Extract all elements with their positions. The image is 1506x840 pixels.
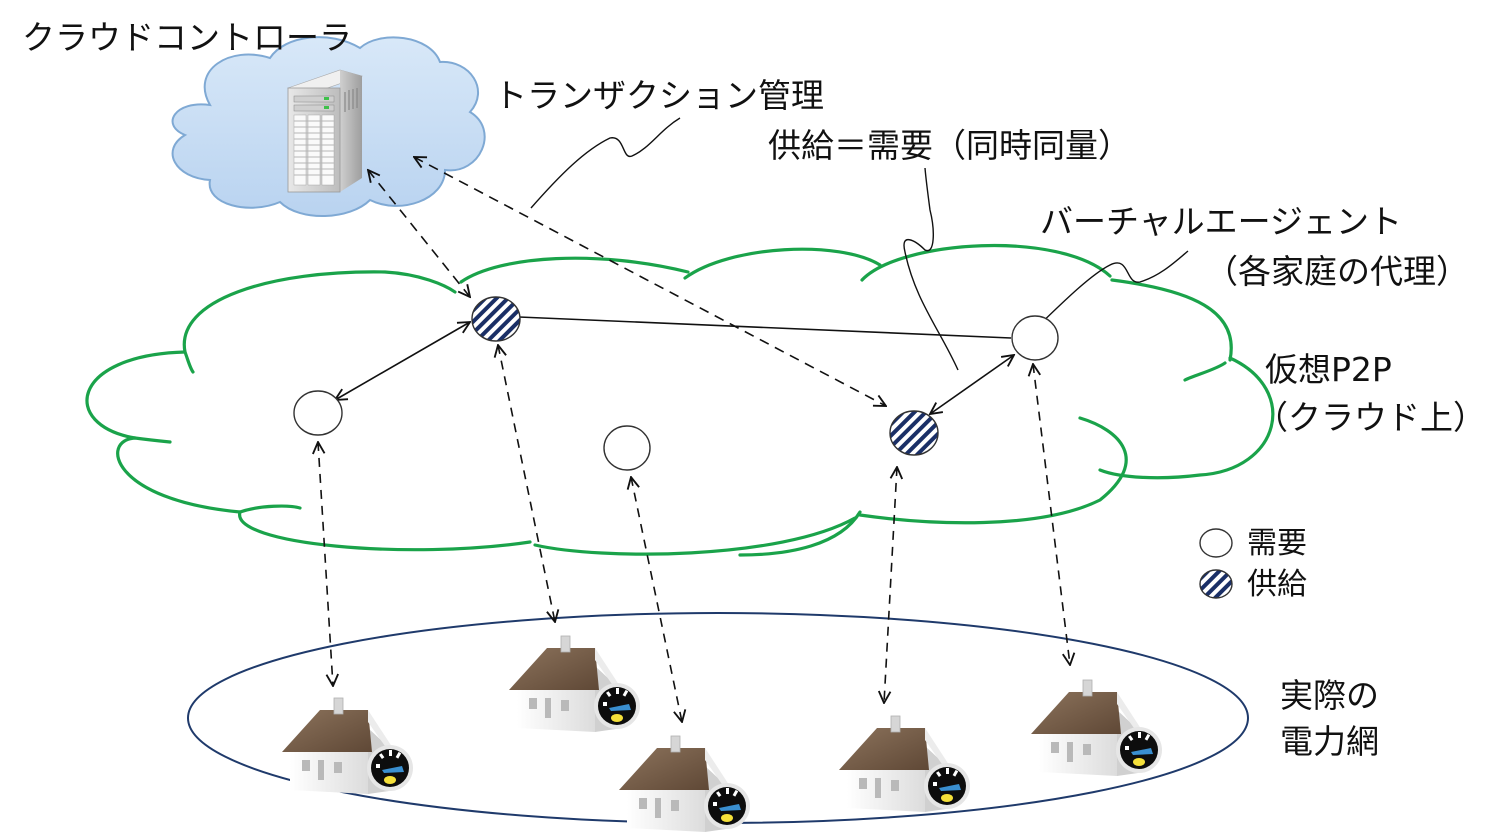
supply-node-4[interactable] — [889, 410, 939, 456]
transaction-management-label: トランザクション管理 — [494, 76, 824, 115]
legend — [1199, 528, 1233, 599]
legend-demand-icon — [1199, 528, 1233, 558]
demand-node-1[interactable] — [293, 390, 343, 436]
cloud-controller-label: クラウドコントローラ — [22, 18, 352, 57]
connections — [318, 157, 1070, 722]
supply-demand-balance-label: 供給＝需要（同時同量） — [768, 126, 1131, 165]
demand-node-3[interactable] — [603, 425, 651, 471]
house-icon — [618, 735, 751, 833]
link-node5-house5 — [1033, 364, 1070, 665]
real-grid-label: 実際の — [1280, 676, 1379, 715]
agent-nodes — [293, 296, 1059, 471]
supply-node-2[interactable] — [471, 296, 521, 342]
virtual-p2p-label: 仮想P2P — [1265, 350, 1392, 389]
p2p-cloud — [85, 243, 1275, 557]
link-controller-node4 — [414, 157, 886, 406]
transaction-callout-line — [530, 117, 681, 209]
legend-supply-icon — [1199, 569, 1233, 599]
legend-supply-label: 供給 — [1247, 567, 1307, 602]
balance-callout-line — [903, 167, 959, 371]
house-icon — [508, 635, 641, 733]
real-grid-sublabel: 電力網 — [1280, 722, 1379, 761]
link-node4-house4 — [884, 467, 897, 703]
virtual-p2p-sublabel: （クラウド上） — [1255, 398, 1486, 437]
link-node2-node5 — [518, 316, 1012, 339]
house-icon — [838, 715, 971, 813]
house-icon — [281, 697, 414, 795]
callout-lines — [530, 117, 1189, 371]
link-node4-node5 — [930, 355, 1014, 414]
virtual-agent-sublabel: （各家庭の代理） — [1205, 252, 1469, 291]
link-node2-node1 — [335, 322, 470, 400]
server-icon — [286, 69, 364, 193]
link-node1-house1 — [318, 442, 333, 686]
virtual-agent-label: バーチャルエージェント — [1040, 202, 1403, 241]
house-icon — [1030, 679, 1163, 777]
agent-callout-line — [1029, 250, 1189, 335]
legend-demand-label: 需要 — [1247, 526, 1307, 561]
demand-node-5[interactable] — [1011, 315, 1059, 361]
link-node2-house2 — [498, 345, 555, 622]
link-node3-house3 — [631, 477, 682, 722]
